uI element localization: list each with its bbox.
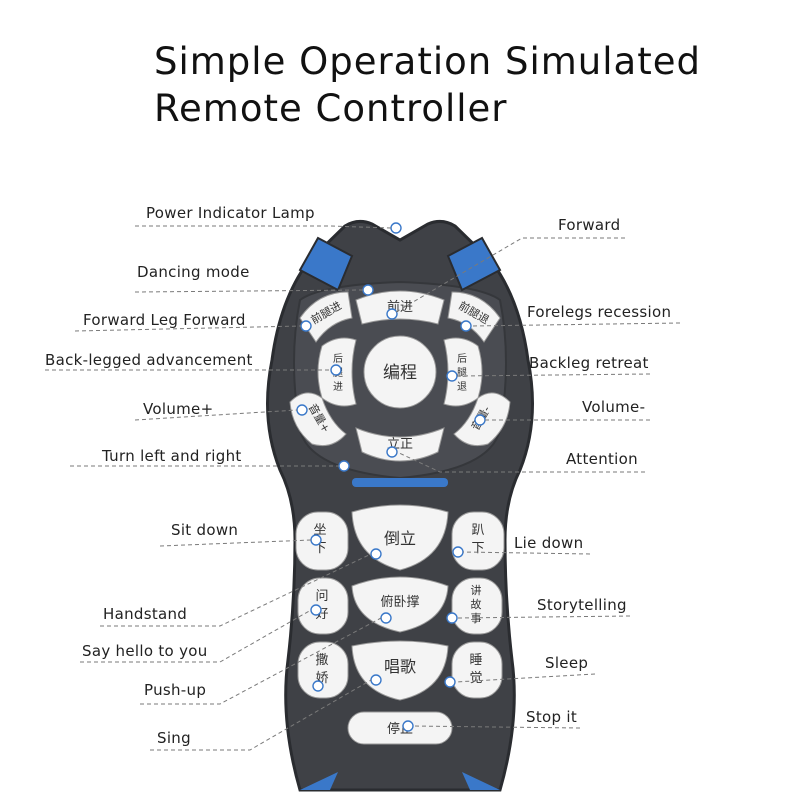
label-sing: Sing	[157, 729, 191, 747]
title-line-1: Simple Operation Simulated	[154, 40, 701, 83]
leader-backleg-retreat	[456, 373, 651, 377]
dot-stop	[402, 720, 414, 732]
label-attention: Attention	[566, 450, 638, 468]
leader-say-hello	[80, 609, 312, 663]
label-back-legged-advancement: Back-legged advancement	[45, 351, 253, 369]
title-line-2: Remote Controller	[154, 87, 508, 130]
button-storytelling-label-1: 讲	[471, 583, 482, 597]
leader-handstand	[100, 553, 372, 627]
dot-forward	[386, 308, 398, 320]
dot-say-hello	[310, 604, 322, 616]
button-attention[interactable]: 立正	[355, 427, 445, 462]
label-storytelling: Storytelling	[537, 596, 627, 614]
middle-blue-bar	[352, 478, 448, 487]
label-turn-left-and-right: Turn left and right	[102, 447, 242, 465]
leader-power-lamp	[135, 225, 392, 229]
label-volume-up: Volume+	[143, 400, 214, 418]
leader-sleep	[454, 673, 596, 683]
button-say-hello-label-1: 问	[315, 589, 328, 604]
dot-storytelling	[446, 612, 458, 624]
button-push-up-label: 俯卧撑	[380, 594, 419, 610]
label-volume-down: Volume-	[582, 398, 646, 416]
label-sleep: Sleep	[545, 654, 589, 672]
leader-storytelling	[456, 615, 631, 619]
button-back-leg-forward-label-3: 进	[333, 381, 343, 393]
leader-volume-up	[134, 409, 298, 421]
label-backleg-retreat: Backleg retreat	[529, 354, 649, 372]
button-front-leg-forward[interactable]: 前腿进	[299, 291, 353, 343]
dot-back-legged	[330, 364, 342, 376]
button-say-hello[interactable]: 问 好	[297, 577, 349, 635]
button-back-leg-back-label-3: 退	[457, 381, 467, 393]
dot-act-cute	[312, 680, 324, 692]
bottom-left-blue-accent	[300, 772, 338, 790]
bottom-right-blue-accent	[462, 772, 500, 790]
dot-forelegs-recession	[460, 320, 472, 332]
button-back-leg-back-label-1: 后	[457, 353, 467, 365]
button-sleep-label-2: 觉	[469, 671, 482, 686]
button-back-leg-back[interactable]: 后 腿 退	[443, 337, 483, 407]
label-forward: Forward	[558, 216, 621, 234]
label-say-hello-to-you: Say hello to you	[82, 642, 208, 660]
leader-attention	[396, 451, 645, 473]
button-program-label: 编程	[383, 363, 417, 383]
leader-stop	[412, 725, 581, 729]
label-forelegs-recession: Forelegs recession	[527, 303, 672, 321]
leader-sing	[150, 679, 372, 751]
right-blue-strip	[446, 236, 502, 292]
button-push-up[interactable]: 俯卧撑	[351, 576, 449, 633]
button-sleep[interactable]: 睡 觉	[451, 641, 503, 699]
label-dancing-mode: Dancing mode	[137, 263, 250, 281]
leader-push-up	[140, 617, 382, 705]
leader-forward	[395, 237, 625, 313]
label-sit-down: Sit down	[171, 521, 239, 539]
button-storytelling-label-2: 故	[471, 597, 482, 611]
leader-dancing	[134, 289, 364, 293]
button-storytelling[interactable]: 讲 故 事	[451, 577, 503, 635]
label-lie-down: Lie down	[514, 534, 584, 552]
button-handstand-label: 倒立	[384, 529, 416, 548]
button-storytelling-label-3: 事	[471, 612, 482, 625]
label-power-indicator-lamp: Power Indicator Lamp	[146, 204, 315, 222]
button-lie-down-label-1: 趴	[471, 523, 484, 538]
button-sleep-label-1: 睡	[469, 653, 482, 668]
leader-forelegs	[470, 322, 681, 327]
leader-lie-down	[462, 551, 591, 555]
label-handstand: Handstand	[103, 605, 188, 623]
button-sit-down-label-1: 坐	[313, 523, 326, 538]
button-act-cute-label-1: 撒	[315, 652, 328, 668]
leader-forward-leg	[74, 325, 302, 332]
button-sing-label: 唱歌	[384, 657, 416, 676]
leader-sit-down	[159, 539, 312, 547]
button-program[interactable]: 编程	[363, 335, 437, 409]
dot-dancing	[362, 284, 374, 296]
button-back-leg-back-label-2: 腿	[457, 367, 467, 379]
dot-sit-down	[310, 534, 322, 546]
dot-power-lamp	[390, 222, 402, 234]
label-push-up: Push-up	[144, 681, 207, 699]
label-forward-leg-forward: Forward Leg Forward	[83, 311, 246, 329]
label-stop-it: Stop it	[526, 708, 578, 726]
button-back-leg-forward-label-1: 后	[333, 353, 343, 365]
dot-backleg-retreat	[446, 370, 458, 382]
